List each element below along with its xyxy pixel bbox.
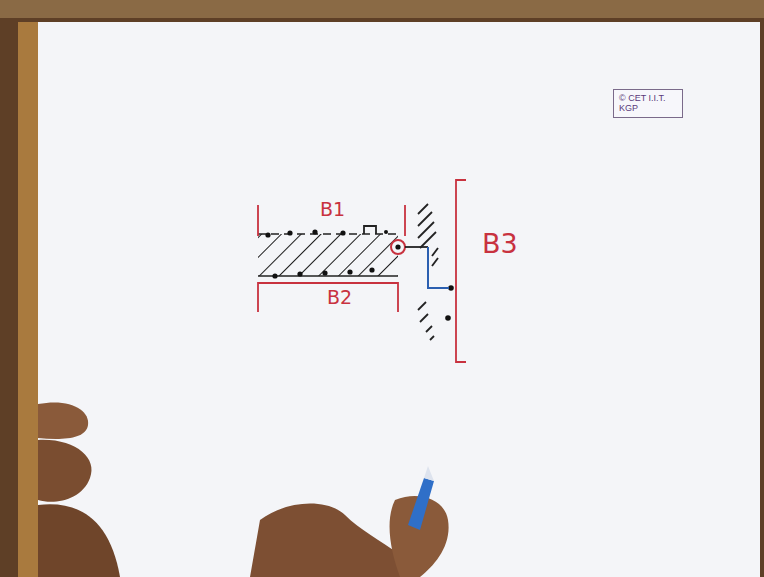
copyright-stamp: © CET I.I.T. KGP bbox=[613, 89, 683, 118]
part-label: B3 bbox=[482, 230, 518, 257]
part-label: B2 bbox=[327, 288, 352, 307]
part-label: B1 bbox=[320, 200, 345, 219]
